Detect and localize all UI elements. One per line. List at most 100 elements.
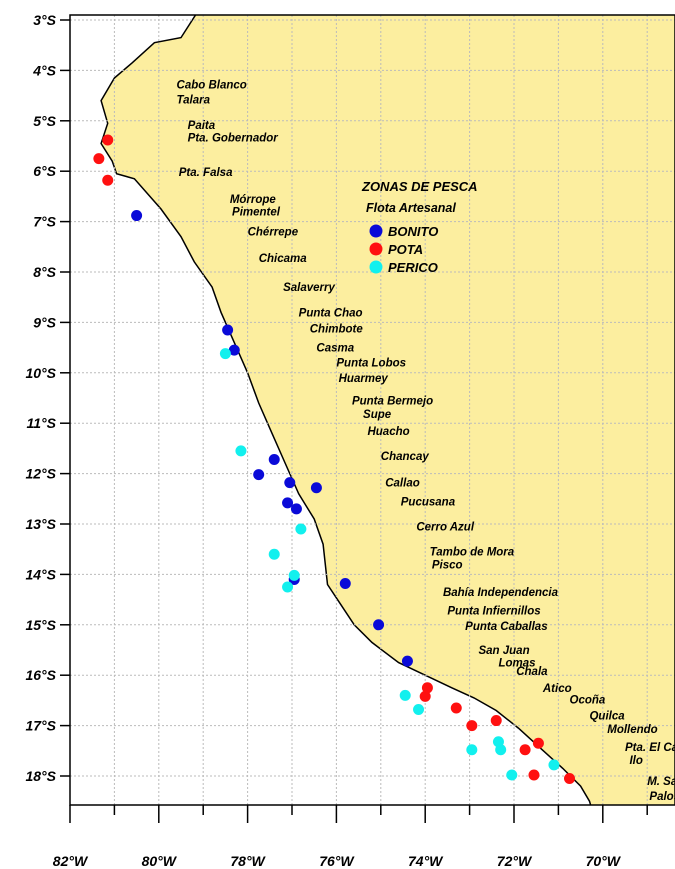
place-label: Punta Caballas [465, 621, 547, 633]
perico-marker [548, 759, 560, 771]
place-label: Callao [385, 478, 420, 490]
latitude-tick-label: 13°S [25, 516, 56, 532]
bonito-marker [373, 619, 385, 631]
pota-marker [102, 174, 114, 186]
perico-marker [466, 744, 478, 756]
place-label: Cabo Blanco [177, 80, 247, 92]
place-label: Punta Bermejo [352, 396, 433, 408]
pota-marker [564, 773, 575, 785]
latitude-tick-label: 16°S [25, 667, 56, 683]
fishing-zone-markers [93, 134, 575, 785]
latitude-tick-label: 11°S [27, 415, 57, 431]
latitude-tick-label: 17°S [25, 718, 56, 734]
perico-marker [295, 523, 307, 535]
longitude-tick-label: 78°W [230, 853, 266, 869]
pota-marker [519, 744, 531, 756]
place-label: Casma [316, 343, 354, 355]
graticule [70, 15, 675, 805]
pota-marker [421, 682, 433, 694]
bonito-marker [282, 497, 294, 509]
perico-marker [506, 769, 518, 781]
pota-marker [490, 715, 502, 727]
place-label: Paita [188, 120, 216, 132]
place-label: Chimbote [310, 323, 364, 335]
place-label: Pta. Falsa [179, 167, 233, 179]
latitude-tick-label: 3°S [33, 12, 56, 28]
place-label: M. Sama [647, 776, 675, 788]
longitude-tick-label: 76°W [319, 853, 355, 869]
bonito-marker [131, 210, 143, 222]
longitude-tick-label: 82°W [53, 853, 89, 869]
place-label: Punta Infiernillos [447, 606, 540, 618]
legend-subtitle: Flota Artesanal [366, 201, 456, 215]
bonito-marker [290, 503, 302, 515]
bonito-marker [401, 655, 413, 667]
place-label: Ilo [629, 755, 642, 767]
perico-marker [495, 744, 507, 756]
latitude-tick-label: 9°S [33, 314, 56, 330]
legend-item-label: POTA [388, 242, 423, 257]
place-label: Huarmey [339, 373, 389, 385]
latitude-tick-label: 12°S [25, 466, 56, 482]
place-label: Ocoña [570, 694, 606, 706]
place-label: Punta Lobos [336, 358, 406, 370]
perico-marker [268, 548, 280, 560]
bonito-marker [253, 469, 265, 481]
perico-marker [399, 689, 411, 701]
place-label: Pimentel [232, 207, 281, 219]
legend-item-label: BONITO [388, 224, 438, 239]
perico-marker [235, 445, 247, 457]
latitude-tick-label: 8°S [33, 264, 56, 280]
place-label: San Juan [478, 645, 529, 657]
place-label: Atico [542, 683, 572, 695]
perico-marker [288, 569, 300, 581]
place-label: Chala [516, 666, 548, 678]
pota-legend-swatch [369, 242, 383, 256]
latitude-tick-label: 6°S [33, 163, 56, 179]
latitude-tick-label: 4°S [32, 62, 56, 78]
pota-marker [102, 134, 114, 146]
perico-marker [413, 703, 425, 715]
place-label: Salaverry [283, 282, 335, 294]
map-frame [69, 14, 675, 806]
place-label: Chicama [259, 253, 308, 265]
place-label: Talara [177, 95, 211, 107]
longitude-tick-label: 74°W [408, 853, 444, 869]
bonito-marker [222, 324, 234, 336]
place-label: Pta. El Carmen [625, 742, 675, 754]
place-label: Cerro Azul [416, 522, 475, 534]
place-label: Tambo de Mora [430, 547, 515, 559]
place-label: Chérrepe [248, 227, 299, 239]
perico-marker [282, 581, 294, 593]
place-label: Mollendo [607, 724, 657, 736]
legend-title: ZONAS DE PESCA [361, 179, 478, 194]
perico-legend-swatch [369, 260, 383, 274]
place-label: Bahía Independencia [443, 587, 559, 599]
place-label: Quilca [589, 711, 625, 723]
latitude-tick-label: 10°S [25, 365, 56, 381]
longitude-axis: 82°W 80°W 78°W 76°W 74°W 72°W 70°W [53, 805, 648, 869]
place-label: Lomas [498, 658, 535, 670]
place-label: Mórrope [230, 194, 277, 206]
bonito-marker [284, 477, 296, 489]
pota-marker [93, 153, 105, 165]
pota-marker [419, 690, 431, 702]
latitude-axis: 3°S4°S5°S6°S7°S8°S9°S10°S11°S12°S13°S14°… [25, 12, 70, 784]
bonito-marker [268, 453, 280, 465]
pota-marker [466, 720, 478, 732]
bonito-marker [339, 577, 351, 589]
perico-marker [219, 348, 231, 360]
pota-marker [450, 702, 462, 714]
latitude-tick-label: 18°S [25, 768, 56, 784]
pota-marker [528, 769, 540, 781]
place-label: Chancay [381, 451, 430, 463]
longitude-tick-label: 72°W [497, 853, 533, 869]
place-label: Huacho [367, 426, 409, 438]
bonito-legend-swatch [369, 224, 383, 238]
legend-item-label: PERICO [388, 260, 438, 275]
longitude-tick-label: 80°W [142, 853, 178, 869]
place-label: Pta. Gobernador [188, 132, 279, 144]
longitude-tick-label: 70°W [586, 853, 622, 869]
latitude-tick-label: 5°S [33, 113, 56, 129]
